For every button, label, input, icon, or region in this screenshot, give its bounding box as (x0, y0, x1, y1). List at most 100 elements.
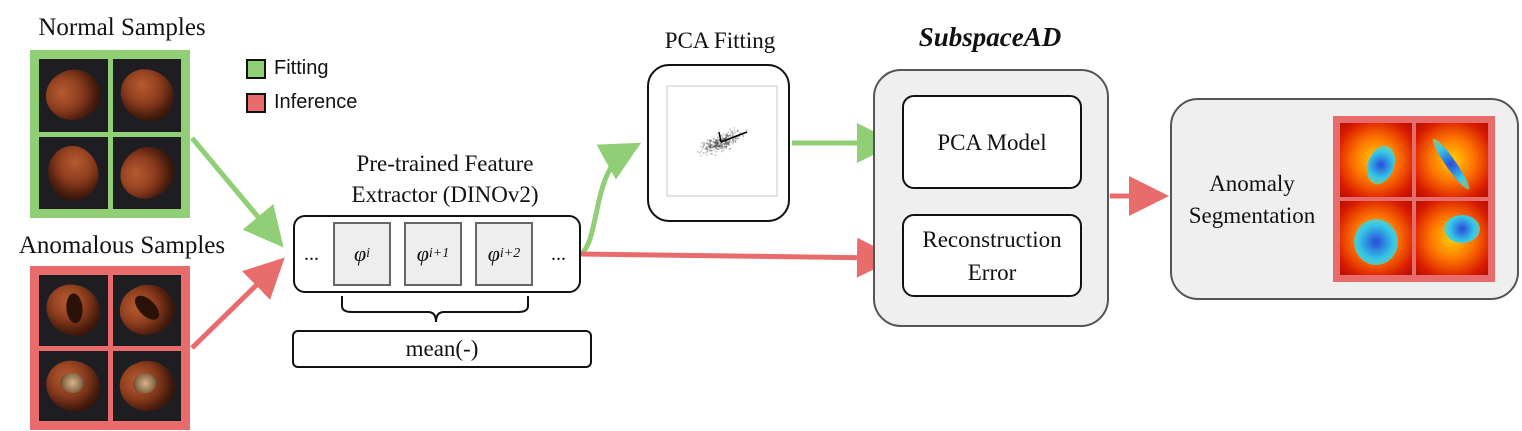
scatter-point (715, 139, 717, 141)
scatter-point (731, 134, 734, 137)
scatter-point (707, 151, 709, 153)
scatter-point (716, 148, 719, 150)
scatter-point (727, 143, 730, 146)
scatter-point (725, 136, 728, 139)
scatter-point (710, 140, 713, 142)
scatter-point (722, 147, 725, 149)
scatter-point (714, 145, 716, 148)
scatter-point (724, 142, 727, 145)
scatter-point (706, 154, 708, 156)
scatter-point (716, 144, 718, 146)
scatter-point (709, 149, 711, 151)
scatter-point (734, 131, 736, 134)
scatter-point (714, 144, 716, 147)
scatter-point (706, 139, 709, 141)
scatter-point (716, 133, 718, 135)
legend-inference-label: Inference (274, 91, 358, 113)
scatter-point (722, 133, 725, 135)
scatter-point (717, 144, 720, 147)
scatter-point (717, 142, 720, 144)
scatter-point (709, 146, 712, 149)
scatter-point (728, 134, 730, 137)
scatter-point (720, 147, 722, 150)
scatter-point (732, 138, 735, 141)
scatter-point (715, 141, 717, 144)
scatter-point (706, 148, 709, 151)
scatter-point (710, 145, 712, 147)
principal-axis (720, 131, 748, 143)
scatter-point (714, 141, 716, 144)
scatter-point (711, 144, 714, 146)
scatter-point (716, 143, 718, 146)
scatter-point (730, 135, 732, 138)
scatter-point (729, 128, 731, 131)
scatter-point (722, 145, 724, 148)
scatter-point (724, 137, 726, 140)
scatter-point (729, 132, 732, 134)
scatter-point (724, 141, 727, 144)
scatter-point (707, 145, 709, 148)
scatter-point (742, 134, 744, 137)
mean-brace (341, 296, 529, 323)
scatter-point (732, 140, 734, 143)
scatter-point (721, 144, 723, 146)
scatter-point (707, 143, 709, 145)
scatter-point (714, 146, 717, 149)
scatter-point (709, 146, 711, 149)
scatter-point (713, 144, 716, 146)
scatter-point (711, 153, 713, 155)
scatter-point (730, 141, 732, 143)
ellipsis-left: ... (304, 243, 319, 265)
fitting-arrow-extractor-to-pca (579, 142, 642, 257)
scatter-point (713, 138, 716, 140)
scatter-point (721, 145, 724, 148)
scatter-point (729, 134, 731, 137)
scatter-point (708, 139, 710, 142)
scatter-point (731, 133, 734, 135)
segmentation-label-line2: Segmentation (1188, 203, 1316, 228)
scatter-point (723, 137, 725, 140)
scatter-point (715, 147, 717, 149)
scatter-point (727, 135, 730, 138)
anomalous-sample-image (112, 275, 181, 346)
scatter-point (705, 148, 707, 150)
legend-fitting-swatch (246, 58, 266, 79)
scatter-point (716, 142, 719, 144)
scatter-point (704, 151, 707, 154)
scatter-point (716, 143, 719, 146)
scatter-point (708, 146, 711, 148)
pca-scatter-plot (666, 85, 778, 197)
scatter-point (715, 139, 717, 141)
normal-sample-image (112, 59, 181, 132)
scatter-point (710, 147, 712, 149)
scatter-point (710, 145, 712, 148)
scatter-point (725, 140, 727, 143)
reconstruction-error-box: Reconstruction Error (902, 214, 1082, 297)
legend-fitting: Fitting (246, 57, 328, 80)
scatter-point (713, 149, 715, 151)
scatter-point (713, 145, 716, 148)
subspacead-title: SubspaceAD (918, 22, 1062, 52)
scatter-point (720, 142, 722, 145)
scatter-point (714, 144, 717, 146)
heatmap-image (1416, 201, 1488, 275)
scatter-point (720, 146, 723, 148)
heatmap-image (1340, 123, 1412, 197)
scatter-point (723, 138, 726, 140)
scatter-point (738, 135, 741, 138)
scatter-point (712, 146, 714, 148)
scatter-point (726, 141, 729, 144)
scatter-point (710, 143, 712, 146)
segmentation-label: Anomaly Segmentation (1172, 168, 1332, 232)
scatter-point (724, 134, 727, 137)
scatter-point (727, 131, 729, 134)
scatter-point (709, 147, 712, 149)
scatter-point (733, 139, 735, 142)
scatter-point (705, 146, 708, 148)
scatter-point (706, 150, 708, 152)
scatter-point (717, 139, 720, 142)
scatter-point (713, 146, 716, 148)
scatter-point (710, 149, 712, 152)
scatter-point (714, 154, 717, 156)
